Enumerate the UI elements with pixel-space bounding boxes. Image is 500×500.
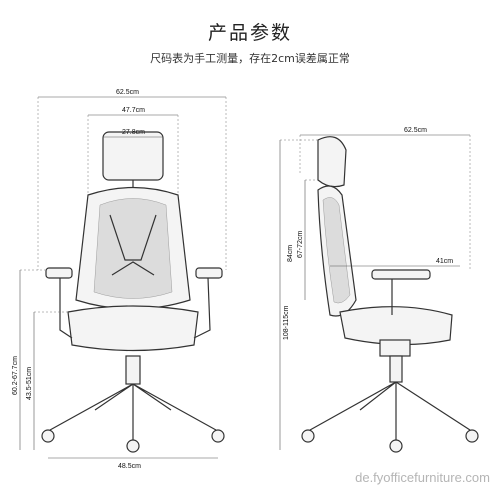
side-seat-depth: 41cm [436, 258, 453, 265]
page-subtitle: 尺码表为手工测量，存在2cm误差属正常 [150, 52, 350, 65]
page-title: 产品参数 [207, 22, 292, 44]
front-view-dimensions: 62.5cm 47.7cm 27.8cm 48.5cm 43.5-51cm 60… [12, 89, 227, 470]
front-back-width: 47.7cm [122, 107, 145, 114]
side-total-height: 108-115cm [283, 305, 290, 340]
front-view-chair [41, 131, 225, 453]
front-arm-height: 60.2-67.7cm [12, 356, 19, 395]
watermark: de.fyofficefurniture.com [355, 470, 490, 485]
side-back-height: 67-72cm [297, 231, 304, 258]
side-total-depth: 62.5cm [404, 127, 427, 134]
front-headrest-width: 27.8cm [122, 129, 145, 136]
side-back-height-alt: 84cm [287, 245, 294, 262]
front-total-width: 62.5cm [116, 89, 139, 96]
side-view-dimensions: 62.5cm 67-72cm 84cm 41cm 108-115cm [279, 127, 471, 450]
side-view-chair [301, 136, 479, 453]
front-base-width: 48.5cm [118, 463, 141, 470]
front-seat-height: 43.5-51cm [26, 367, 33, 400]
